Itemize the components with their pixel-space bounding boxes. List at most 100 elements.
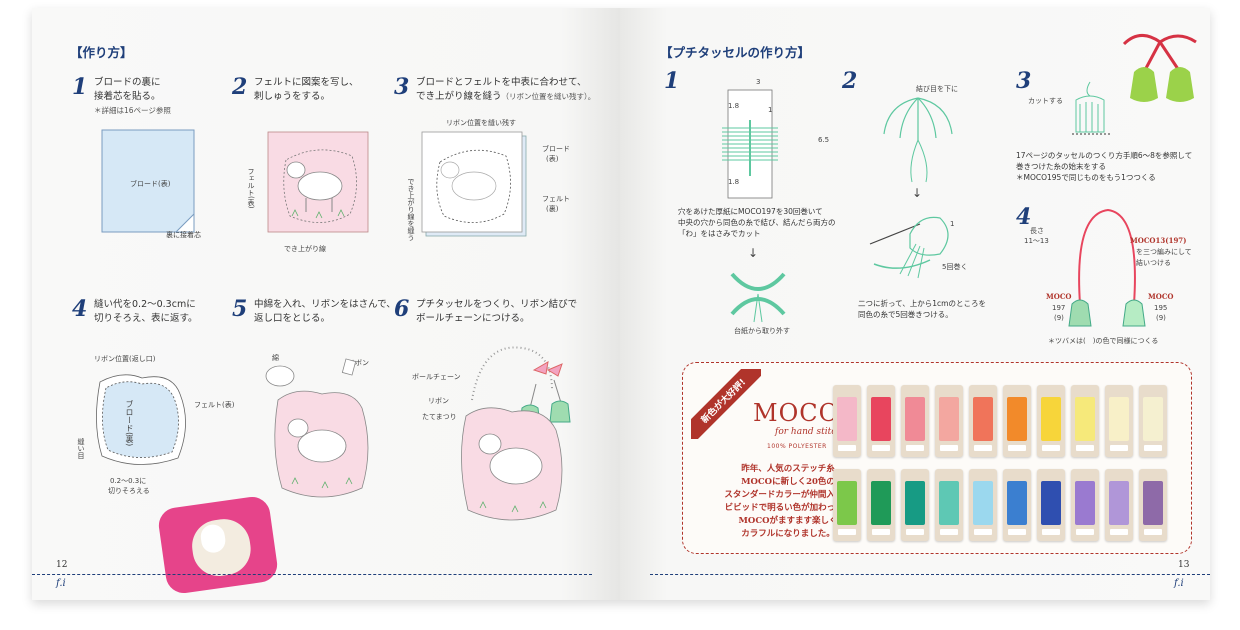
thread-skein bbox=[1109, 481, 1129, 525]
illustration-label: フェルト bbox=[542, 195, 570, 203]
illustration-label: フェルト(表) bbox=[247, 168, 255, 209]
thread-tag bbox=[838, 445, 856, 451]
step-line: 二つに折って、上から1cmのところを bbox=[858, 299, 986, 308]
page-heading: 【作り方】 bbox=[70, 45, 133, 60]
step-line: 同色の糸で5回巻きつける。 bbox=[858, 310, 953, 319]
thread-tag bbox=[1008, 445, 1026, 451]
promo-line: MOCOに新しく20色の bbox=[741, 477, 835, 487]
step-number: 3 bbox=[1016, 68, 1032, 94]
illustration-label: リボン bbox=[428, 397, 449, 405]
step-number: 4 bbox=[1016, 204, 1032, 230]
illustration-label: 裏に接着芯 bbox=[166, 231, 201, 239]
thread-tag bbox=[1144, 445, 1162, 451]
illustration-label: カットする bbox=[1028, 97, 1063, 105]
thread-skein bbox=[1143, 397, 1163, 441]
footer-rule bbox=[650, 574, 1210, 575]
step-line: 中綿を入れ、リボンをはさんで、 bbox=[254, 299, 396, 310]
stuffing-illustration bbox=[265, 358, 369, 498]
dimension-label: 1.8 bbox=[728, 178, 740, 186]
thread-card bbox=[867, 385, 895, 457]
thread-tag bbox=[974, 529, 992, 535]
thread-tag bbox=[940, 529, 958, 535]
illustration-label: ブロード(裏) bbox=[125, 400, 134, 447]
illustration-label: 197 bbox=[1052, 304, 1066, 312]
thread-card bbox=[1139, 469, 1167, 541]
thread-tag bbox=[906, 529, 924, 535]
folded-bundle-illustration bbox=[883, 97, 953, 183]
thread-skein bbox=[1007, 481, 1027, 525]
thread-tag bbox=[1042, 445, 1060, 451]
thread-tag bbox=[872, 445, 890, 451]
step-text: プチタッセルをつくり、リボン結びで ボールチェーンにつける。 bbox=[416, 298, 577, 326]
thread-skein bbox=[1143, 481, 1163, 525]
illustration-label: を三つ編みにして bbox=[1136, 248, 1192, 256]
thread-skein bbox=[871, 481, 891, 525]
step-line: フェルトに図案を写し、 bbox=[254, 77, 359, 88]
illustration-label: (裏) bbox=[546, 205, 559, 213]
footer-rule bbox=[32, 574, 592, 575]
promo-text: 昨年、人気のステッチ糸 MOCOに新しく20色の スタンダードカラーが仲間入り。… bbox=[713, 463, 863, 541]
wrapping-illustration bbox=[869, 216, 949, 279]
step-line-main: でき上がり線を縫う bbox=[416, 91, 502, 102]
sewing-illustration bbox=[421, 131, 527, 237]
step-number: 2 bbox=[232, 74, 248, 100]
thread-card bbox=[1037, 385, 1065, 457]
illustration-label: 縫い目 bbox=[77, 438, 85, 459]
illustration-label: MOCO bbox=[1148, 292, 1174, 301]
thread-tag bbox=[1042, 529, 1060, 535]
thread-skein bbox=[1041, 481, 1061, 525]
moco-logo: MOCO bbox=[753, 399, 840, 427]
thread-tag bbox=[1076, 529, 1094, 535]
thread-skein bbox=[905, 481, 925, 525]
step-line: 接着芯を貼る。 bbox=[94, 91, 161, 102]
illustration-label: 0.2〜0.3に bbox=[110, 477, 147, 485]
illustration-label: (9) bbox=[1156, 314, 1166, 322]
step-text: 穴をあけた厚紙にMOCO197を30回巻いて 中央の穴から同色の糸で結び、結んだ… bbox=[678, 206, 836, 239]
finished-charm-illustration bbox=[461, 346, 571, 521]
thread-skein bbox=[1075, 397, 1095, 441]
step-line: 刺しゅうをする。 bbox=[254, 91, 331, 102]
tied-bundle-illustration bbox=[730, 272, 786, 323]
step-line: ＊MOCO195で同じものをもう1つつくる bbox=[1016, 173, 1156, 182]
felt-embroidery-illustration bbox=[267, 131, 369, 233]
thread-skein bbox=[1075, 481, 1095, 525]
step-number: 6 bbox=[394, 296, 410, 322]
step-text: フェルトに図案を写し、 刺しゅうをする。 bbox=[254, 76, 359, 104]
promo-line: 昨年、人気のステッチ糸 bbox=[741, 464, 835, 474]
book-spread: 【作り方】 1 ブロードの裏に 接着芯を貼る。 ＊詳細は16ページ参照 ブロード… bbox=[32, 8, 1210, 600]
step-text: 17ページのタッセルのつくり方手順6〜8を参照して 巻きつけた糸の始末をする ＊… bbox=[1016, 150, 1192, 183]
step-number: 2 bbox=[842, 68, 858, 94]
promo-line: MOCOがますます楽しく bbox=[738, 516, 838, 526]
promo-line: ビビッドで明るい色が加わって、 bbox=[724, 503, 852, 513]
dimension-label: 1.8 bbox=[728, 102, 740, 110]
thread-card bbox=[1003, 469, 1031, 541]
promo-line: スタンダードカラーが仲間入り。 bbox=[724, 490, 852, 500]
thread-skein bbox=[871, 397, 891, 441]
dimension-label: 3 bbox=[756, 78, 761, 86]
dimension-label: 6.5 bbox=[818, 136, 830, 144]
thread-skein bbox=[1041, 397, 1061, 441]
promo-ribbon-text: 新色が大好評! bbox=[691, 369, 761, 439]
page-number: 12 bbox=[56, 560, 68, 570]
illustration-label: リボン bbox=[348, 359, 369, 367]
thread-card bbox=[1071, 385, 1099, 457]
step-text: ブロードの裏に 接着芯を貼る。 ＊詳細は16ページ参照 bbox=[94, 76, 171, 118]
footer-mark: f.i bbox=[56, 578, 66, 589]
illustration-label: 綿 bbox=[272, 354, 279, 362]
thread-skein bbox=[905, 397, 925, 441]
step-line: 17ページのタッセルのつくり方手順6〜8を参照して bbox=[1016, 151, 1193, 160]
thread-tag bbox=[974, 445, 992, 451]
page-number: 13 bbox=[1178, 560, 1190, 570]
thread-card bbox=[901, 469, 929, 541]
illustration-label: 長さ bbox=[1030, 227, 1044, 235]
illustration-label: MOCO13(197) bbox=[1130, 236, 1187, 245]
thread-card bbox=[935, 385, 963, 457]
trimmed-tassel-illustration bbox=[1072, 81, 1110, 135]
dimension-label: 1 bbox=[950, 220, 955, 228]
broad-illustration bbox=[101, 129, 195, 233]
thread-card bbox=[867, 469, 895, 541]
right-page: 【プチタッセルの作り方】 1 3 1.8 1 6.5 1.8 穴をあけた厚紙にM… bbox=[620, 8, 1210, 600]
illustration-label: 結いつける bbox=[1136, 259, 1171, 267]
step-line: でき上がり線を縫う（リボン位置を縫い残す）。 bbox=[416, 90, 595, 104]
step-line: 穴をあけた厚紙にMOCO197を30回巻いて bbox=[678, 207, 823, 216]
